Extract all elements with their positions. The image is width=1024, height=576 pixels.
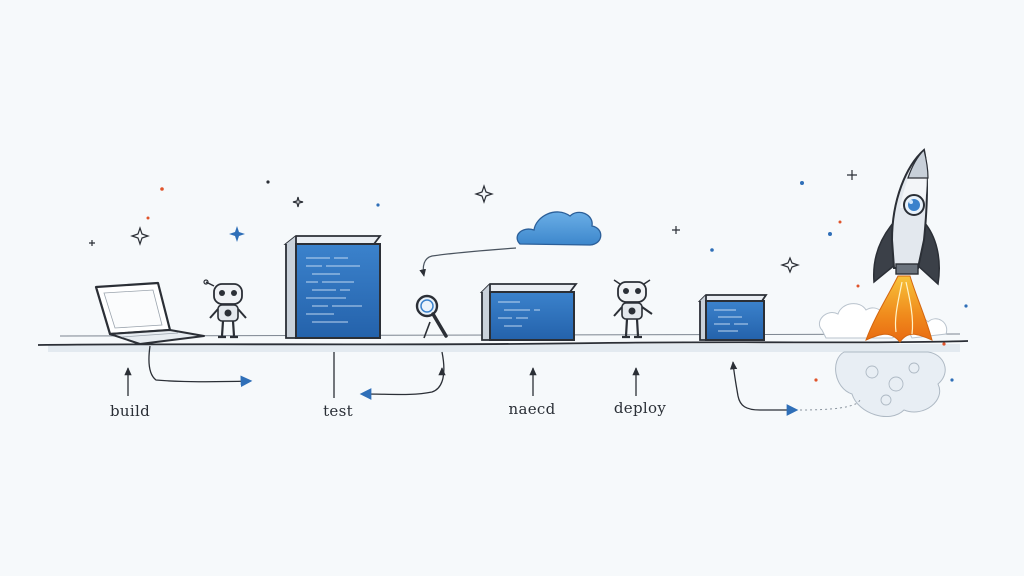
magnifier-icon — [415, 294, 448, 339]
launch-connector-arrow — [729, 361, 861, 416]
pipeline-track — [37, 340, 969, 346]
track-shadow — [48, 344, 960, 352]
stage-label-deploy: deploy — [613, 399, 667, 417]
server-box-icon — [283, 235, 382, 339]
stage-label-build: build — [110, 402, 150, 420]
sparkle-icon — [89, 170, 857, 274]
server-box-icon — [697, 294, 768, 341]
stage-label-test: test — [323, 402, 353, 420]
test-connector-arrow — [333, 351, 446, 400]
server-box-icon — [479, 283, 578, 341]
confetti-dots — [146, 180, 968, 382]
laptop-icon — [94, 281, 205, 345]
robot-icon — [613, 279, 653, 339]
cloud-icon — [516, 211, 602, 246]
rocket-icon — [818, 148, 948, 418]
sparkle-icon — [229, 226, 245, 242]
cloud-to-test-arrow — [419, 247, 517, 277]
stage-label-naecd: naecd — [508, 400, 556, 418]
robot-icon — [203, 279, 247, 339]
build-connector-arrow — [124, 345, 253, 396]
